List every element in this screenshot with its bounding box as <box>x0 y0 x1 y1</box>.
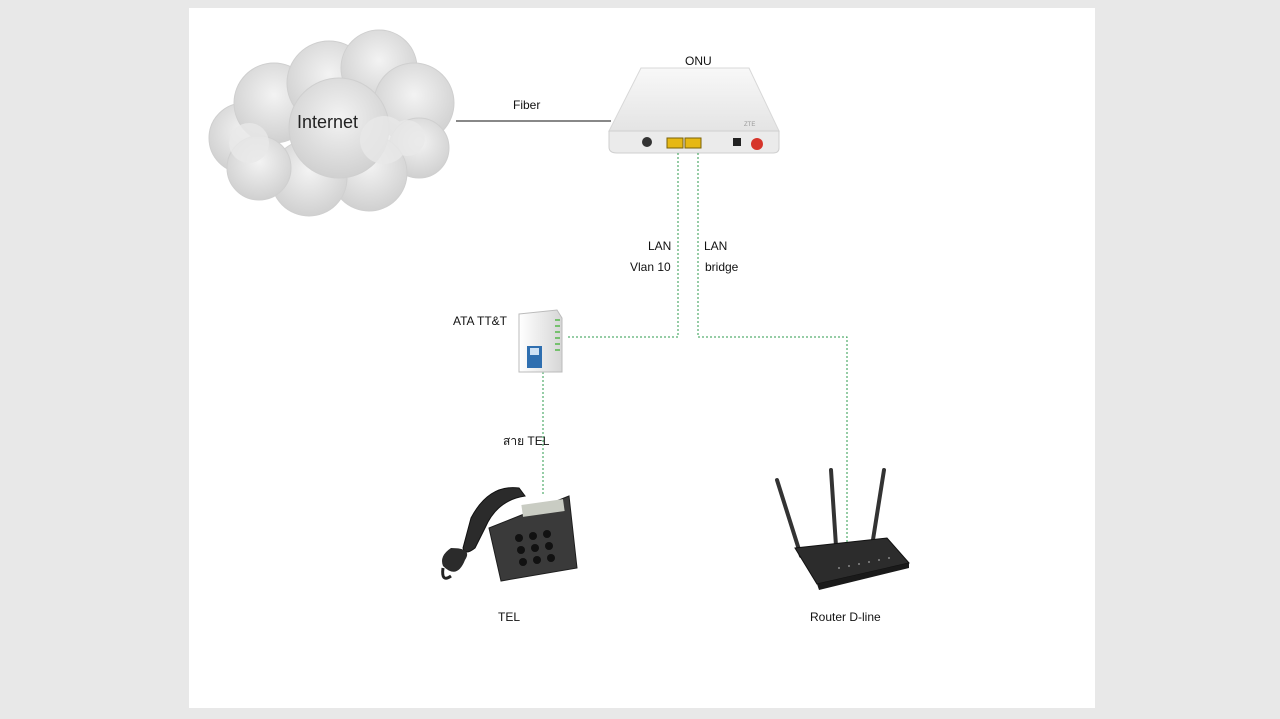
vlan-label: Vlan 10 <box>630 260 671 274</box>
lan-left-label: LAN <box>648 239 672 253</box>
lan-right-label: LAN <box>704 239 728 253</box>
ata-device-icon <box>518 309 563 373</box>
tel-cable-label: สาย TEL <box>503 434 550 448</box>
diagram-canvas: ZTE <box>189 8 1095 708</box>
router-label: Router D-line <box>810 610 881 624</box>
fiber-label: Fiber <box>513 98 541 112</box>
internet-cloud-icon <box>208 29 455 217</box>
internet-label: Internet <box>297 112 359 132</box>
network-diagram: ZTE <box>208 29 910 590</box>
lan-vlan10-link <box>567 153 679 338</box>
telephone-icon <box>441 487 578 582</box>
onu-device-icon: ZTE <box>608 67 780 154</box>
onu-label: ONU <box>685 54 712 68</box>
lan-bridge-link <box>697 153 848 548</box>
bridge-label: bridge <box>705 260 739 274</box>
router-icon <box>775 468 910 590</box>
svg-text:ZTE: ZTE <box>744 122 755 128</box>
ata-label: ATA TT&T <box>453 314 508 328</box>
tel-label: TEL <box>498 610 521 624</box>
